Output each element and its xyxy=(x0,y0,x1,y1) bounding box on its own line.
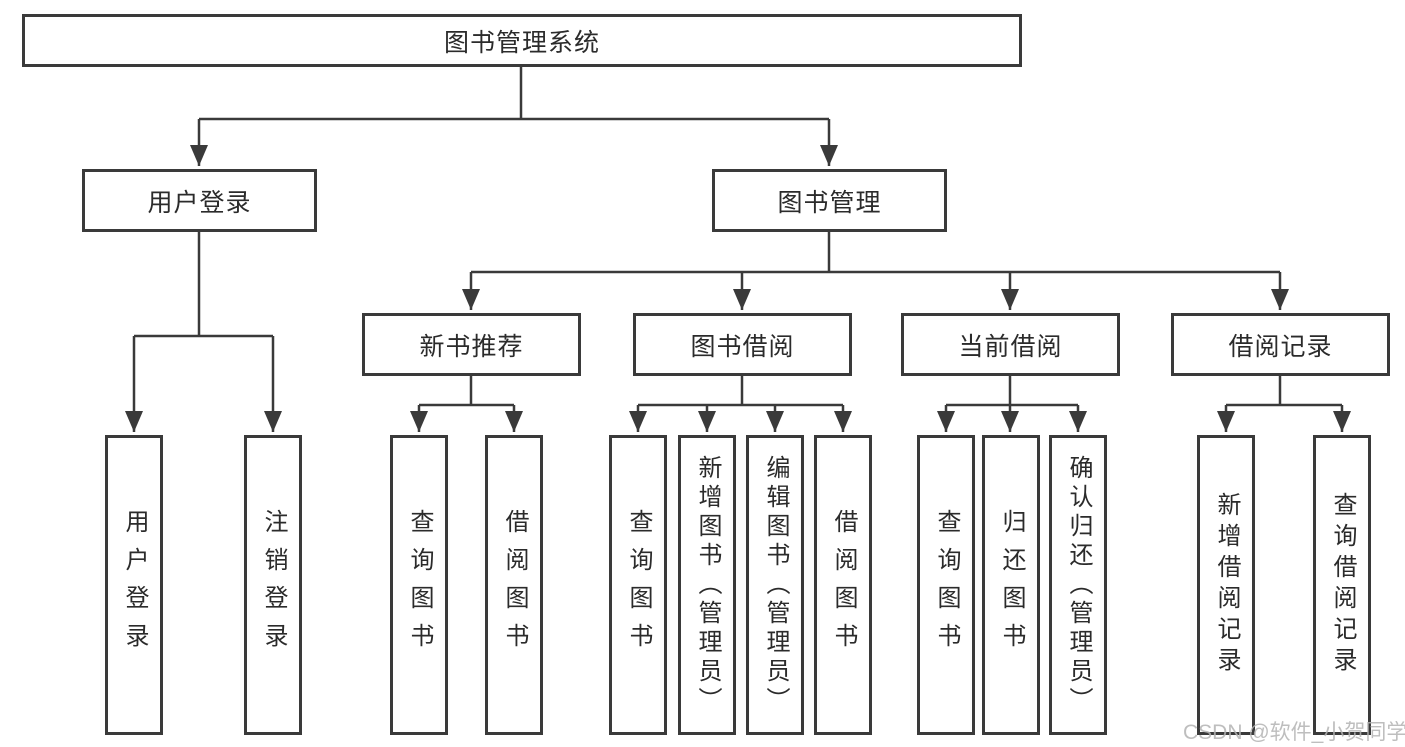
leaf-confirm-return-admin: 确认归还（管理员） xyxy=(1049,435,1107,735)
leaf-add-books-admin: 新增图书（管理员） xyxy=(678,435,736,735)
leaf-borrow-query-books: 查询图书 xyxy=(609,435,667,735)
node-book-management: 图书管理 xyxy=(712,169,947,232)
leaf-edit-books-admin: 编辑图书（管理员） xyxy=(746,435,804,735)
leaf-borrow-books: 借阅图书 xyxy=(814,435,872,735)
node-user-login: 用户登录 xyxy=(82,169,317,232)
leaf-current-query-books: 查询图书 xyxy=(917,435,975,735)
node-root: 图书管理系统 xyxy=(22,14,1022,67)
csdn-watermark: CSDN @软件_小贺同学 xyxy=(1183,721,1405,744)
leaf-recommend-query-books: 查询图书 xyxy=(390,435,448,735)
node-new-book-recommend: 新书推荐 xyxy=(362,313,581,376)
leaf-return-books: 归还图书 xyxy=(982,435,1040,735)
node-current-borrow: 当前借阅 xyxy=(901,313,1120,376)
leaf-logout: 注销登录 xyxy=(244,435,302,735)
node-borrow-records: 借阅记录 xyxy=(1171,313,1390,376)
node-book-borrow: 图书借阅 xyxy=(633,313,852,376)
leaf-user-login: 用户登录 xyxy=(105,435,163,735)
leaf-add-borrow-record: 新增借阅记录 xyxy=(1197,435,1255,735)
leaf-query-borrow-record: 查询借阅记录 xyxy=(1313,435,1371,735)
leaf-recommend-borrow-books: 借阅图书 xyxy=(485,435,543,735)
